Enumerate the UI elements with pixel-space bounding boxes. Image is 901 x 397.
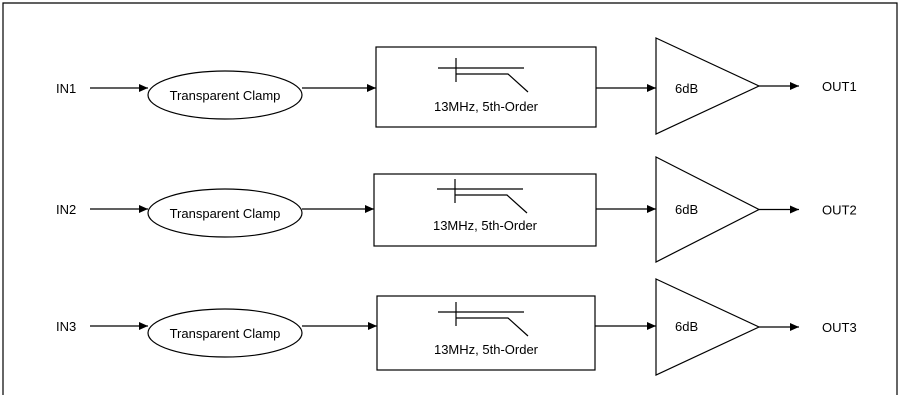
filter-label: 13MHz, 5th-Order bbox=[434, 99, 539, 114]
channel-3: IN3 Transparent Clamp 13MHz, 5th-Order 6dB O… bbox=[56, 278, 857, 376]
gain-label: 6dB bbox=[675, 319, 698, 334]
gain-label: 6dB bbox=[675, 81, 698, 96]
arrowhead-icon bbox=[647, 205, 656, 213]
gain-label: 6dB bbox=[675, 202, 698, 217]
filter-block bbox=[375, 46, 597, 128]
filter-block bbox=[373, 173, 597, 247]
input-label: IN2 bbox=[56, 202, 76, 217]
amplifier-triangle-icon bbox=[655, 156, 761, 263]
amplifier-triangle-icon bbox=[655, 278, 761, 376]
arrowhead-icon bbox=[365, 205, 374, 213]
output-label: OUT3 bbox=[822, 320, 857, 335]
clamp-label: Transparent Clamp bbox=[170, 206, 281, 221]
arrowhead-icon bbox=[790, 205, 799, 214]
channel-2: IN2 Transparent Clamp 13MHz, 5th-Order 6dB O… bbox=[56, 156, 857, 263]
transparent-clamp-block bbox=[147, 188, 303, 238]
clamp-label: Transparent Clamp bbox=[170, 326, 281, 341]
input-label: IN1 bbox=[56, 81, 76, 96]
arrowhead-icon bbox=[139, 322, 148, 330]
transparent-clamp-block bbox=[147, 70, 303, 120]
arrowhead-icon bbox=[139, 84, 148, 92]
amplifier-triangle-icon bbox=[655, 37, 761, 135]
input-label: IN3 bbox=[56, 319, 76, 334]
filter-label: 13MHz, 5th-Order bbox=[434, 342, 539, 357]
lowpass-filter-icon bbox=[438, 58, 529, 93]
arrowhead-icon bbox=[647, 322, 656, 330]
output-label: OUT2 bbox=[822, 203, 857, 218]
arrowhead-icon bbox=[647, 84, 656, 92]
output-label: OUT1 bbox=[822, 79, 857, 94]
clamp-label: Transparent Clamp bbox=[170, 88, 281, 103]
lowpass-filter-icon bbox=[437, 179, 528, 214]
lowpass-filter-icon bbox=[438, 302, 529, 337]
arrowhead-icon bbox=[790, 82, 799, 90]
arrowhead-icon bbox=[368, 322, 377, 330]
arrowhead-icon bbox=[790, 323, 799, 331]
channel-1: IN1 Transparent Clamp 13MHz, 5th-Order 6dB O… bbox=[56, 37, 857, 135]
filter-block bbox=[376, 295, 596, 371]
arrowhead-icon bbox=[139, 205, 148, 213]
transparent-clamp-block bbox=[147, 308, 303, 358]
arrowhead-icon bbox=[367, 84, 376, 92]
filter-label: 13MHz, 5th-Order bbox=[433, 218, 538, 233]
